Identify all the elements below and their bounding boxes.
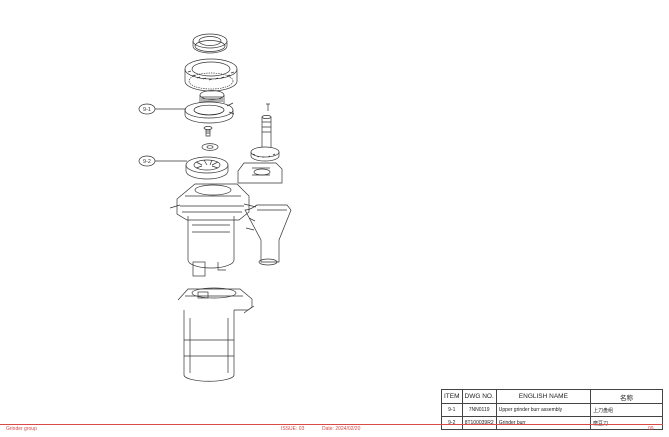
row-chinese-name: 磨豆刀 xyxy=(589,416,664,430)
row-dwg-no: 8T100039R2 xyxy=(461,416,497,430)
drive-shaft xyxy=(261,103,272,147)
row-dwg-no: 7NN0119 xyxy=(461,403,497,417)
row-english-name: Grinder burr xyxy=(495,416,591,430)
page-footer: Grinder group ISSUE: 03 Date: 2024/02/20… xyxy=(0,423,669,435)
table-row: 9-2 8T100039R2 Grinder burr 磨豆刀 xyxy=(441,416,664,430)
footer-rule xyxy=(0,424,663,425)
callout-9-2-leader xyxy=(138,155,187,167)
grinder-burr xyxy=(185,156,229,180)
grinder-housing xyxy=(169,183,257,221)
coffee-chute xyxy=(244,204,292,266)
footer-date: Date: 2024/02/20 xyxy=(322,426,361,432)
footer-issue: ISSUE: 03 xyxy=(281,426,305,432)
header-english-name: ENGLISH NAME xyxy=(495,389,591,404)
top-ring xyxy=(192,33,228,54)
row-english-name: Upper grinder burr assembly xyxy=(495,403,591,417)
burr-carrier-spring xyxy=(199,90,225,103)
row-item: 9-1 xyxy=(441,403,463,417)
adjustment-gear-ring xyxy=(184,58,238,92)
callout-9-2-label: 9-2 xyxy=(143,159,151,165)
callout-9-1-leader xyxy=(138,103,186,115)
lower-body xyxy=(177,287,255,382)
callout-9-1-label: 9-1 xyxy=(143,107,151,113)
parts-table: ITEM DWG NO. ENGLISH NAME 名称 9-1 7NN0119… xyxy=(441,389,664,430)
shaft-bearing-housing xyxy=(237,162,283,184)
motor xyxy=(187,216,235,277)
parts-table-header: ITEM DWG NO. ENGLISH NAME 名称 xyxy=(441,389,664,404)
footer-section-title: Grinder group xyxy=(6,426,37,432)
header-dwg-no: DWG NO. xyxy=(461,389,497,404)
row-chinese-name: 上刀盘组 xyxy=(589,403,664,417)
footer-page-number: 09 xyxy=(648,426,654,432)
center-screw xyxy=(203,126,213,137)
header-item: ITEM xyxy=(441,389,463,404)
washer xyxy=(201,143,219,151)
upper-burr-assembly xyxy=(184,101,235,124)
header-chinese-name: 名称 xyxy=(589,389,664,404)
table-row: 9-1 7NN0119 Upper grinder burr assembly … xyxy=(441,403,664,417)
shaft-gear xyxy=(250,146,280,162)
